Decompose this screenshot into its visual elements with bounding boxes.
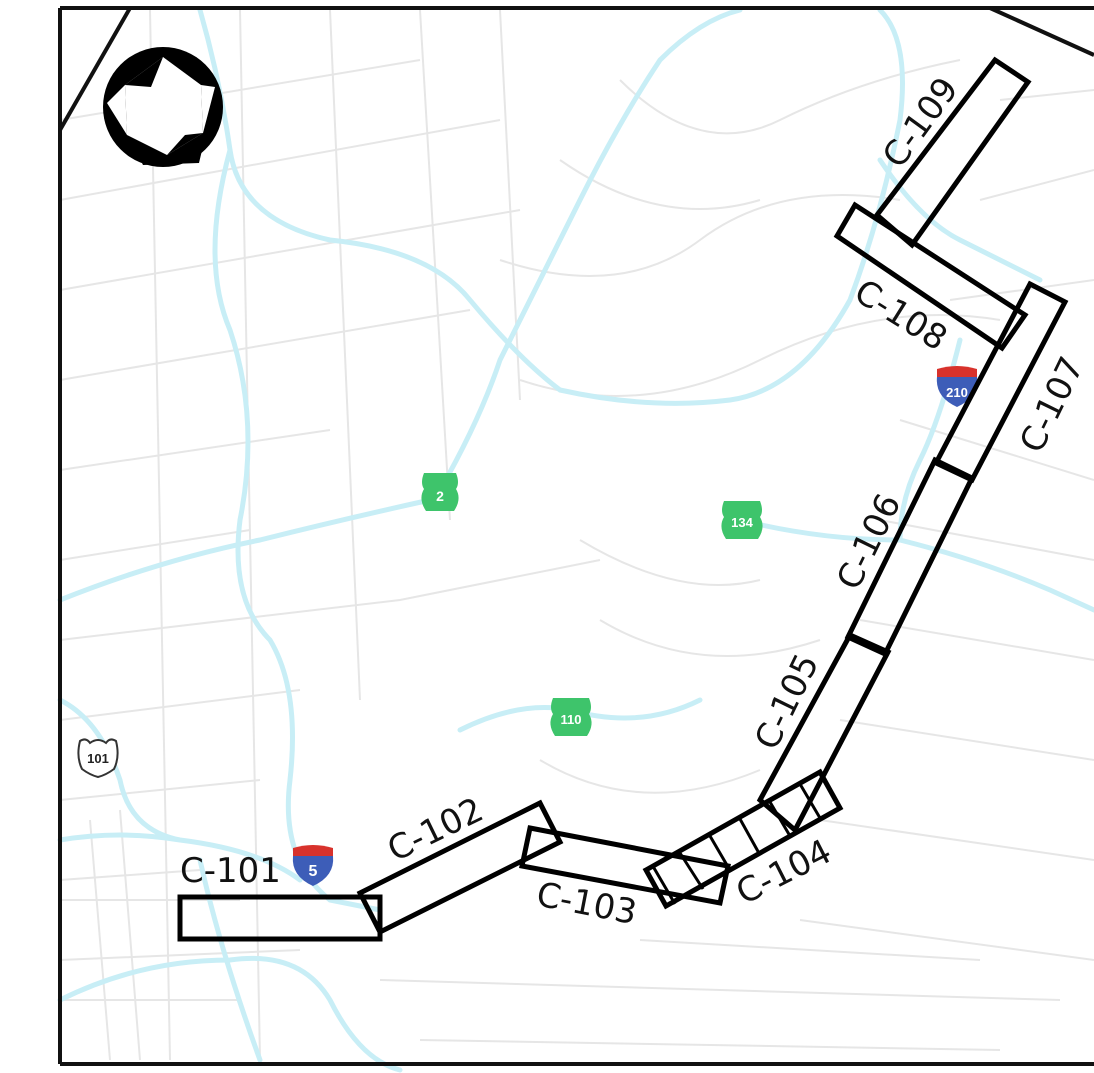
street-network — [59, 9, 1094, 1061]
state-route-2-shield: 2 — [421, 473, 459, 511]
segment-box-c103[interactable] — [519, 825, 731, 906]
interstate-5-shield: 5 — [292, 845, 334, 886]
us-101-shield-text: 101 — [87, 751, 109, 766]
segment-boxes — [177, 56, 1069, 942]
freeway-network — [57, 7, 1094, 1073]
state-route-110-shield-text: 110 — [561, 712, 582, 727]
state-route-110-shield: 110 — [550, 698, 592, 736]
interstate-5-shield-text: 5 — [309, 863, 318, 880]
segment-box-c109[interactable] — [873, 56, 1032, 249]
state-route-2-shield-text: 2 — [436, 488, 444, 504]
state-route-134-shield: 134 — [721, 501, 763, 539]
segment-box-c102[interactable] — [356, 799, 564, 936]
segment-box-c108[interactable] — [833, 201, 1029, 352]
us-101-shield: 101 — [77, 738, 119, 779]
segment-label-c101: C-101 — [180, 851, 281, 891]
interstate-210-shield-text: 210 — [946, 385, 968, 400]
map-frame — [58, 6, 1094, 1066]
segment-box-c101[interactable] — [177, 894, 383, 942]
north-arrow-icon — [103, 47, 223, 167]
state-route-134-shield-text: 134 — [731, 515, 753, 530]
